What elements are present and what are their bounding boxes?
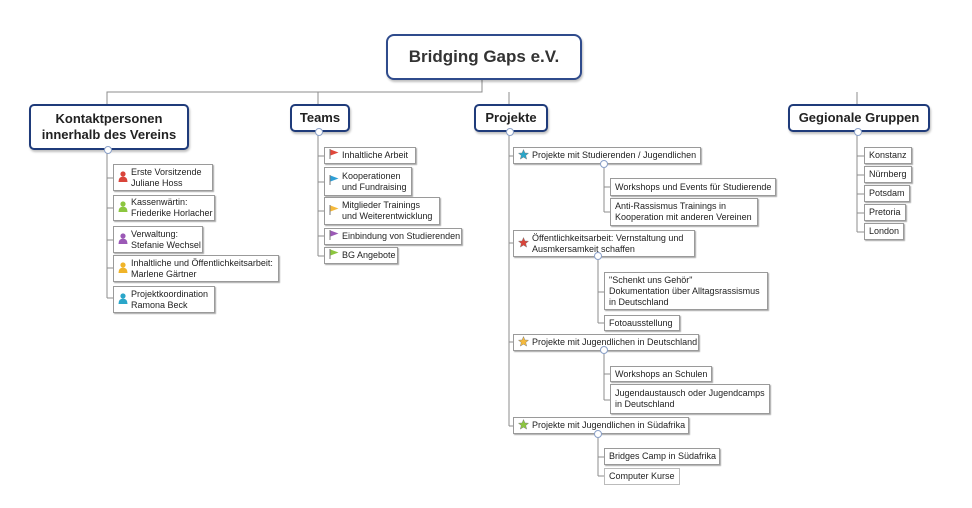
flag-blue-icon [329,175,339,188]
root-label: Bridging Gaps e.V. [408,47,560,66]
contact-person-item[interactable]: Inhaltliche und Öffentlichkeitsarbeit:Ma… [113,255,279,282]
person-purple-icon [118,232,128,247]
flag-green-icon [329,249,339,262]
contact-person-item-label: Verwaltung:Stefanie Wechsel [131,228,201,250]
collapse-toggle[interactable] [854,128,862,136]
project-subitem[interactable]: Workshops an Schulen [610,366,712,382]
topic-regionale-gruppen[interactable]: Gegionale Gruppen [788,104,930,132]
topic-projekte[interactable]: Projekte [474,104,548,132]
person-green-icon [118,201,128,215]
project-group-label: Projekte mit Jugendlichen in Südafrika [532,420,686,430]
person-yellow-icon [118,261,128,276]
team-item[interactable]: Einbindung von Studierenden [324,228,462,245]
regional-group-item-label: Potsdam [869,188,905,198]
star-yellow-icon [517,335,530,350]
contact-person-item[interactable]: Verwaltung:Stefanie Wechsel [113,226,203,253]
team-item[interactable]: BG Angebote [324,247,398,264]
project-subitem-label: "Schenkt uns Gehör"Dokumentation über Al… [609,274,760,307]
collapse-toggle[interactable] [600,346,608,354]
regional-group-item[interactable]: London [864,223,905,240]
project-subitem-label: Workshops und Events für Studierende [615,181,772,192]
project-subitem[interactable]: Fotoausstellung [604,315,680,331]
project-subitem-label: Fotoausstellung [609,317,673,328]
person-red-icon [118,170,128,185]
root-topic[interactable]: Bridging Gaps e.V. [386,34,582,80]
regional-group-item-label: Nürnberg [869,169,907,179]
contact-person-item[interactable]: Kassenwärtin:Friederike Horlacher [113,195,215,221]
regional-group-item-label: London [869,226,900,236]
collapse-toggle[interactable] [104,146,112,154]
project-group-label: Projekte mit Jugendlichen in Deutschland [532,337,698,347]
topic-teams[interactable]: Teams [290,104,350,132]
topic-teams-label: Teams [299,110,341,125]
star-green-icon [517,418,530,433]
topic-regional-label: Gegionale Gruppen [798,110,920,125]
team-item[interactable]: Inhaltliche Arbeit [324,147,416,164]
project-subitem-label: Workshops an Schulen [615,368,708,379]
team-item-label: Einbindung von Studierenden [342,231,461,241]
collapse-toggle[interactable] [600,160,608,168]
project-subitem[interactable]: Workshops und Events für Studierende [610,178,776,196]
contact-person-item-label: Inhaltliche und Öffentlichkeitsarbeit:Ma… [131,257,273,279]
flag-purple-icon [329,230,339,243]
collapse-toggle[interactable] [594,430,602,438]
team-item-label: Inhaltliche Arbeit [342,150,409,160]
team-item-label: BG Angebote [342,250,396,260]
person-teal-icon [118,292,128,307]
flag-red-icon [329,149,339,162]
star-red-icon [517,236,530,251]
regional-group-item-label: Pretoria [869,207,901,217]
collapse-toggle[interactable] [315,128,323,136]
contact-person-item-label: Kassenwärtin:Friederike Horlacher [131,197,213,218]
regional-group-item[interactable]: Potsdam [864,185,910,202]
project-group-label: Projekte mit Studierenden / Jugendlichen [532,150,697,160]
project-subitem[interactable]: "Schenkt uns Gehör"Dokumentation über Al… [604,272,768,310]
collapse-toggle[interactable] [594,252,602,260]
star-teal-icon [517,148,530,163]
regional-group-item[interactable]: Nürnberg [864,166,912,183]
collapse-toggle[interactable] [506,128,514,136]
project-subitem[interactable]: Bridges Camp in Südafrika [604,448,720,465]
project-subitem[interactable]: Computer Kurse [604,468,680,485]
regional-group-item[interactable]: Pretoria [864,204,906,221]
topic-projekte-label: Projekte [485,110,537,125]
project-subitem-label: Bridges Camp in Südafrika [609,451,717,461]
regional-group-item-label: Konstanz [869,150,907,160]
regional-group-item[interactable]: Konstanz [864,147,912,164]
project-subitem-label: Computer Kurse [609,471,675,481]
flag-yellow-icon [329,204,339,218]
